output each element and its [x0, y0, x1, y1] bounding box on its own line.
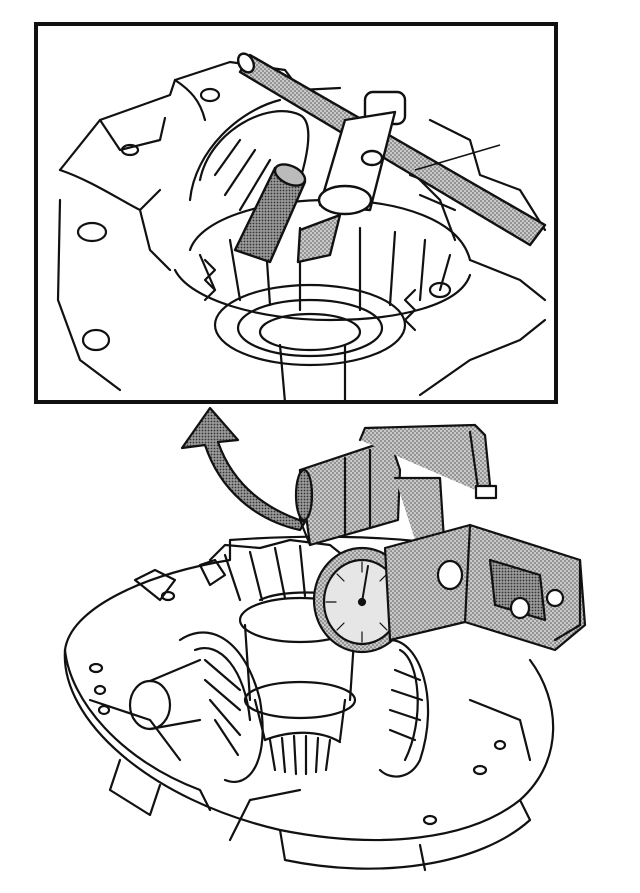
- pinion-gear-right: [378, 638, 430, 778]
- dial-gauge: [312, 546, 412, 654]
- inset-socket-tool: [317, 90, 407, 216]
- inset-bearing-cage: [173, 158, 472, 322]
- carrier-opening: [243, 680, 357, 742]
- inset-side-gear: [213, 283, 407, 402]
- inset-bolt-holes: [76, 87, 452, 352]
- dial-needle: [361, 565, 369, 603]
- inset-leader-line: [414, 144, 501, 171]
- curved-arrow-icon: [180, 406, 307, 532]
- indicator-arm-clamp: [294, 423, 498, 547]
- inset-pinion-teeth: [203, 258, 417, 332]
- housing-base: [63, 535, 555, 872]
- inset-adapter-cylinder: [233, 163, 342, 264]
- lower-bevel-teeth: [263, 731, 342, 776]
- pinion-gear-left: [128, 631, 264, 783]
- base-bolt-holes: [88, 590, 507, 826]
- inset-torque-bar: [236, 52, 547, 247]
- inset-detail-view: [34, 22, 558, 404]
- main-assembly-view: [63, 535, 555, 872]
- magnetic-base: [383, 523, 587, 652]
- dial-indicator-assembly: [294, 423, 587, 654]
